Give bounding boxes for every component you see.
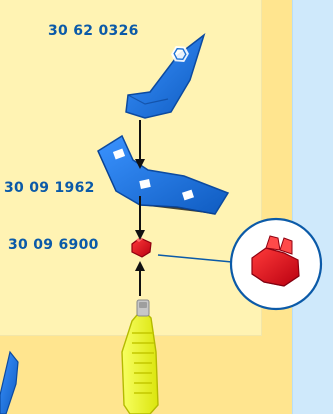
partial-blue-piece-icon <box>0 352 18 414</box>
part-number-middle: 30 09 1962 <box>4 180 95 196</box>
part-number-top: 30 62 0326 <box>48 23 139 39</box>
red-connector-icon <box>132 237 151 257</box>
blue-bracket-plate-icon <box>98 136 228 214</box>
yellow-handle-icon <box>122 300 158 414</box>
part-number-bottom: 30 09 6900 <box>8 237 99 253</box>
red-connector-detail-icon <box>231 219 321 309</box>
detail-leader-line <box>158 255 232 262</box>
blue-wing-piece-icon <box>126 35 204 118</box>
